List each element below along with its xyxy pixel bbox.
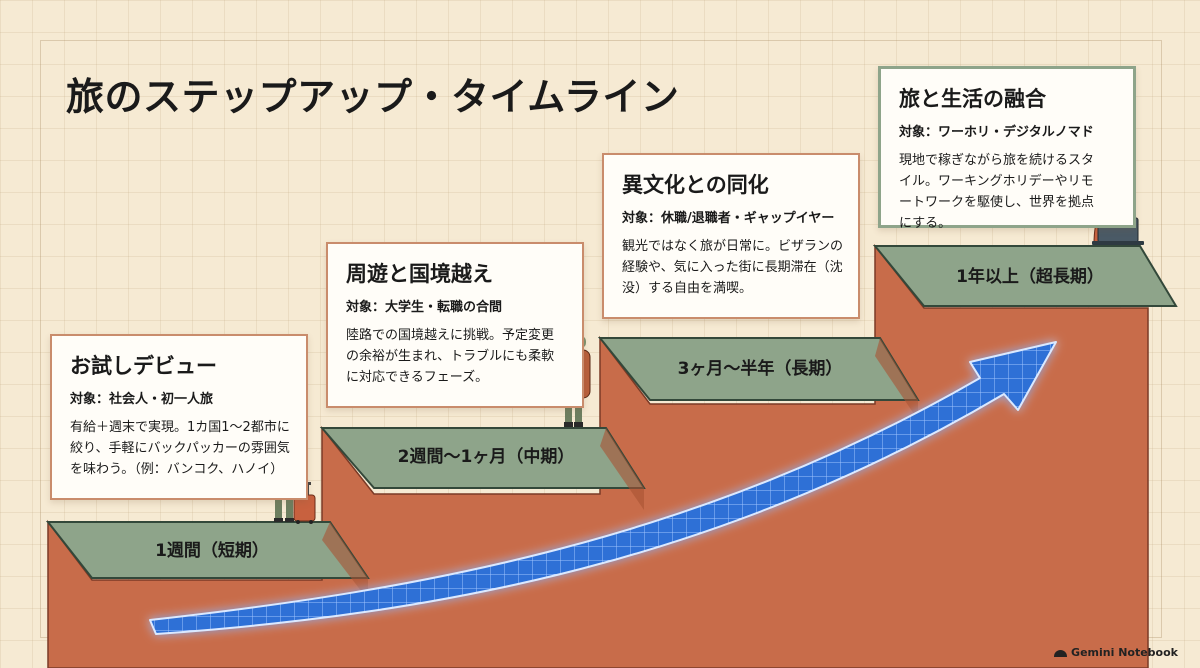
step-1-description: 有給＋週末で実現。1カ国1〜2都市に絞り、手軽にバックパッカーの雰囲気を味わう。… bbox=[70, 420, 290, 477]
step-2-riser bbox=[600, 428, 644, 510]
step-3-description: 観光ではなく旅が日常に。ビザランの経験や、気に入った街に長期滞在（沈没）する自由… bbox=[622, 239, 844, 296]
step-3-card: 異文化との同化 対象：休職/退職者・ギャップイヤー 観光ではなく旅が日常に。ビザ… bbox=[602, 153, 860, 319]
step-1-heading: お試しデビュー bbox=[70, 354, 217, 378]
step-2-description: 陸路での国境越えに挑戦。予定変更の余裕が生まれ、トラブルにも柔軟に対応できるフェ… bbox=[346, 328, 555, 385]
step-4-label: 1年以上（超長期） bbox=[956, 266, 1104, 287]
step-4-card: 旅と生活の融合 対象：ワーホリ・デジタルノマド 現地で稼ぎながら旅を続けるスタイ… bbox=[878, 66, 1136, 231]
step-3-label: 3ヶ月〜半年（長期） bbox=[678, 358, 843, 379]
step-4-target: 対象：ワーホリ・デジタルノマド bbox=[899, 125, 1094, 140]
step-1-label: 1週間（短期） bbox=[155, 540, 269, 561]
brand-watermark: Gemini Notebook bbox=[1054, 646, 1178, 659]
step-2-card: 周遊と国境越え 対象：大学生・転職の合間 陸路での国境越えに挑戦。予定変更の余裕… bbox=[326, 242, 584, 408]
growth-arrow-icon bbox=[149, 341, 1057, 635]
step-2-heading: 周遊と国境越え bbox=[346, 262, 493, 286]
step-4-description: 現地で稼ぎながら旅を続けるスタイル。ワーキングホリデーやリモートワークを駆使し、… bbox=[899, 153, 1095, 231]
step-1-riser bbox=[322, 522, 368, 600]
step-2-label: 2週間〜1ヶ月（中期） bbox=[398, 446, 575, 467]
step-1-target: 対象：社会人・初一人旅 bbox=[70, 392, 214, 407]
step-3-target: 対象：休職/退職者・ギャップイヤー bbox=[622, 211, 835, 226]
gemini-notebook-icon bbox=[1054, 649, 1068, 657]
step-4-top bbox=[872, 245, 1178, 307]
step-4-heading: 旅と生活の融合 bbox=[899, 87, 1046, 111]
step-1-card: お試しデビュー 対象：社会人・初一人旅 有給＋週末で実現。1カ国1〜2都市に絞り… bbox=[50, 334, 308, 500]
page-title: 旅のステップアップ・タイムライン bbox=[66, 75, 680, 119]
brand-label: Gemini Notebook bbox=[1071, 646, 1178, 659]
step-3-riser bbox=[875, 338, 918, 420]
step-2-target: 対象：大学生・転職の合間 bbox=[346, 300, 503, 315]
step-3-heading: 異文化との同化 bbox=[622, 173, 769, 197]
